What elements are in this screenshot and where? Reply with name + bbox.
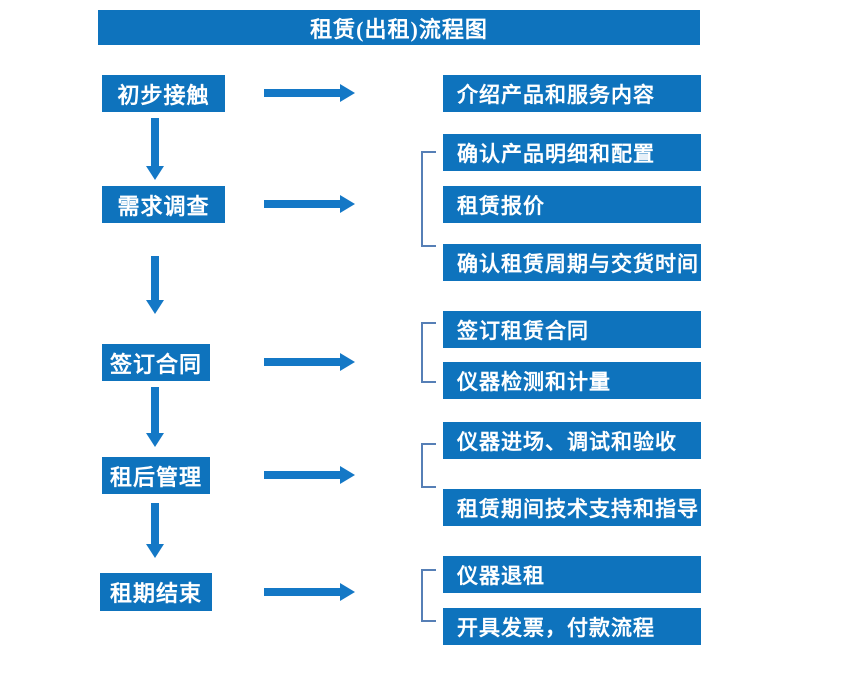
arrow-shaft bbox=[151, 503, 159, 545]
step-box-initial-contact: 初步接触 bbox=[102, 75, 225, 112]
detail-box-confirm-period-delivery: 确认租赁周期与交货时间 bbox=[443, 244, 701, 281]
down-arrow-2 bbox=[146, 256, 164, 314]
detail-box-instrument-return: 仪器退租 bbox=[443, 556, 701, 593]
right-arrow-3 bbox=[264, 353, 355, 371]
arrow-shaft bbox=[151, 387, 159, 434]
arrow-head bbox=[146, 433, 164, 447]
detail-box-rental-quote: 租赁报价 bbox=[443, 186, 701, 223]
detail-box-instrument-setup-acceptance: 仪器进场、调试和验收 bbox=[443, 422, 701, 459]
arrow-head bbox=[340, 353, 355, 371]
arrow-shaft bbox=[264, 200, 341, 208]
down-arrow-1 bbox=[146, 118, 164, 180]
right-arrow-5 bbox=[264, 583, 355, 601]
right-arrow-1 bbox=[264, 84, 355, 102]
arrow-head bbox=[146, 300, 164, 314]
step-box-sign-contract: 签订合同 bbox=[102, 344, 210, 381]
step-box-lease-end: 租期结束 bbox=[100, 573, 212, 611]
group-bracket-sign-contract bbox=[421, 322, 436, 383]
group-bracket-post-lease bbox=[421, 443, 436, 488]
arrow-head bbox=[146, 166, 164, 180]
down-arrow-4 bbox=[146, 503, 164, 558]
arrow-shaft bbox=[264, 588, 341, 596]
group-bracket-lease-end bbox=[421, 569, 436, 622]
step-box-demand-survey: 需求调查 bbox=[102, 186, 225, 223]
arrow-head bbox=[340, 583, 355, 601]
page-title: 租赁(出租)流程图 bbox=[98, 10, 700, 45]
detail-box-confirm-product-config: 确认产品明细和配置 bbox=[443, 134, 701, 171]
down-arrow-3 bbox=[146, 387, 164, 447]
arrow-shaft bbox=[151, 256, 159, 301]
detail-box-introduce-products: 介绍产品和服务内容 bbox=[443, 75, 701, 112]
arrow-head bbox=[340, 466, 355, 484]
step-box-post-lease-management: 租后管理 bbox=[102, 457, 210, 494]
arrow-shaft bbox=[264, 89, 341, 97]
right-arrow-4 bbox=[264, 466, 355, 484]
group-bracket-demand-survey bbox=[421, 151, 436, 247]
arrow-shaft bbox=[151, 118, 159, 167]
detail-box-tech-support: 租赁期间技术支持和指导 bbox=[443, 489, 701, 526]
arrow-head bbox=[146, 544, 164, 558]
arrow-head bbox=[340, 84, 355, 102]
arrow-head bbox=[340, 195, 355, 213]
detail-box-invoice-payment: 开具发票，付款流程 bbox=[443, 608, 701, 645]
detail-box-sign-rental-contract: 签订租赁合同 bbox=[443, 311, 701, 348]
right-arrow-2 bbox=[264, 195, 355, 213]
detail-box-instrument-inspection: 仪器检测和计量 bbox=[443, 362, 701, 399]
arrow-shaft bbox=[264, 471, 341, 479]
arrow-shaft bbox=[264, 358, 341, 366]
